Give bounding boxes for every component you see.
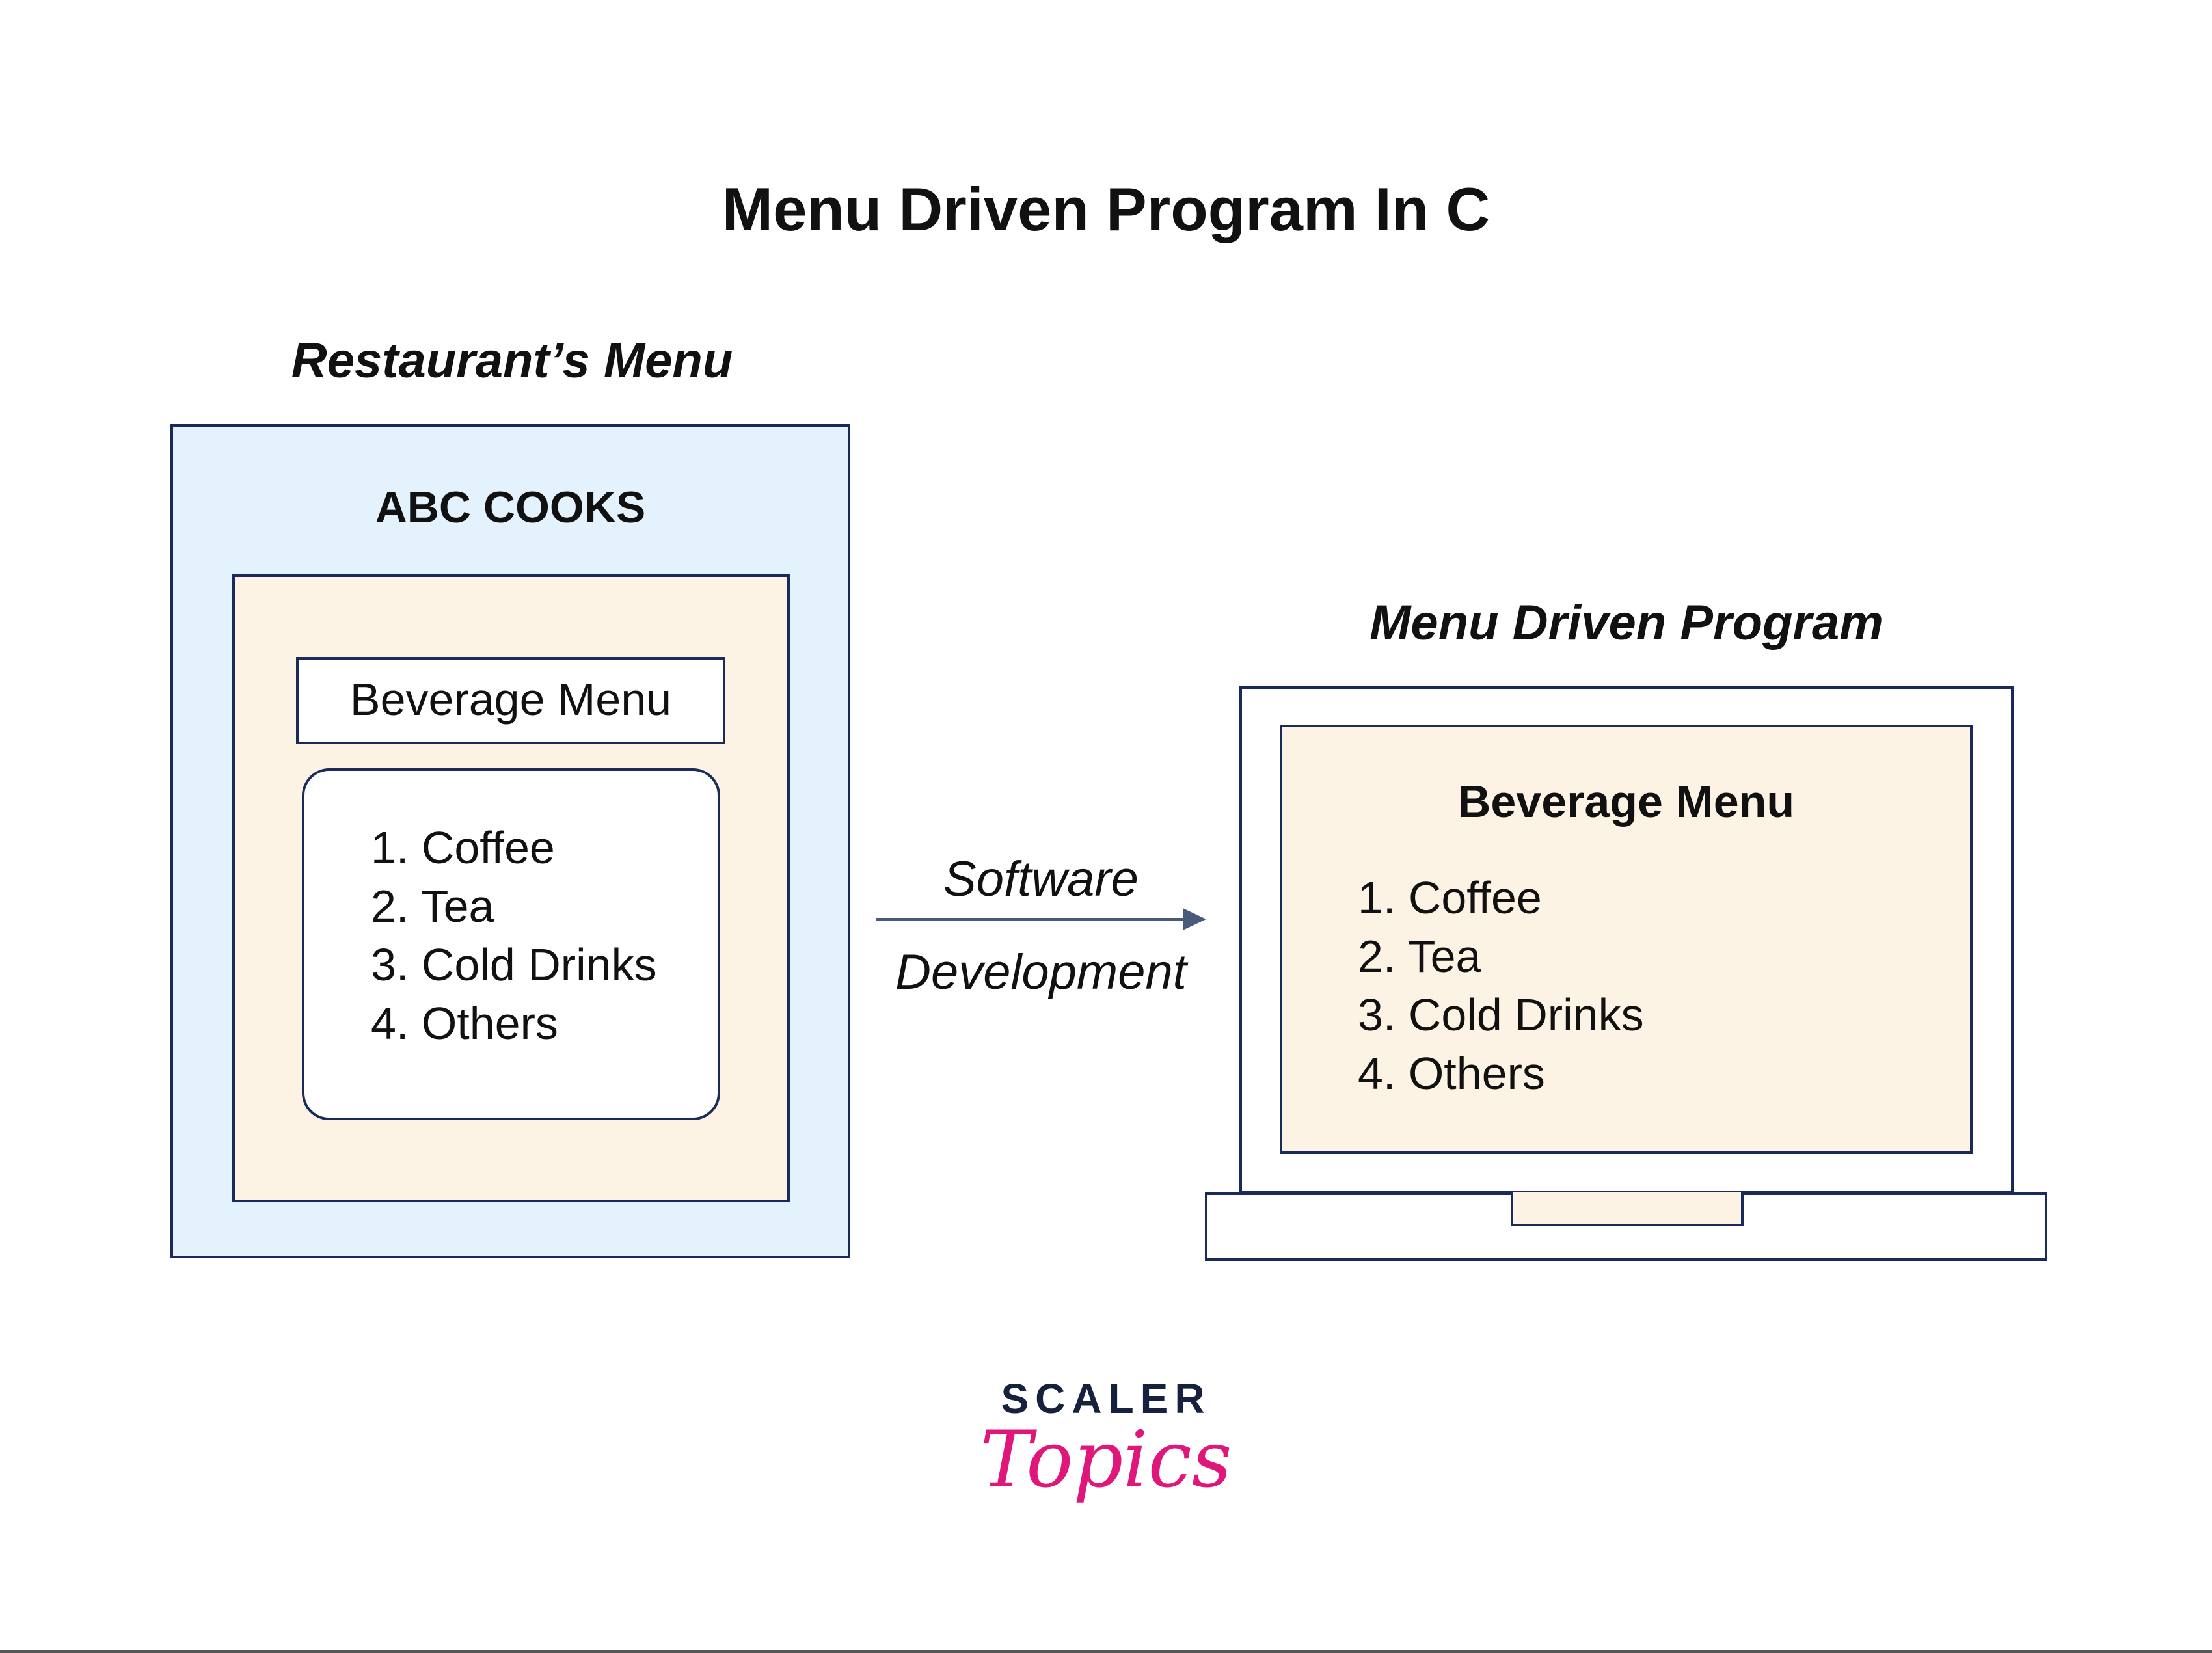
- list-item: 2. Tea: [371, 881, 494, 932]
- list-item: 3. Cold Drinks: [1358, 989, 1644, 1040]
- program-caption: Menu Driven Program: [1369, 595, 1883, 651]
- list-item: 4. Others: [371, 998, 558, 1049]
- program-menu-list: 1. Coffee 2. Tea 3. Cold Drinks 4. Other…: [1358, 868, 1644, 1103]
- list-item: 1. Coffee: [1358, 872, 1542, 923]
- restaurant-menu-heading: Beverage Menu: [349, 674, 672, 725]
- scaler-logo-wordmark: SCALER: [1001, 1375, 1211, 1422]
- list-item: 3. Cold Drinks: [371, 939, 657, 990]
- program-menu-heading: Beverage Menu: [1457, 776, 1795, 827]
- restaurant-menu-caption: Restaurant’s Menu: [291, 333, 733, 388]
- list-item: 4. Others: [1358, 1048, 1545, 1099]
- laptop-trackpad-notch: [1511, 1192, 1744, 1226]
- restaurant-name: ABC COOKS: [375, 483, 646, 532]
- arrow-label-top: Software: [943, 852, 1139, 907]
- bottom-divider: [0, 1650, 2212, 1653]
- diagram-title: Menu Driven Program In C: [722, 175, 1490, 243]
- list-item: 1. Coffee: [371, 822, 555, 873]
- restaurant-menu-list: 1. Coffee 2. Tea 3. Cold Drinks 4. Other…: [371, 818, 657, 1053]
- right-arrow-icon: [876, 908, 1206, 930]
- scaler-logo-script: Topics: [980, 1415, 1232, 1505]
- arrow-label-bottom: Development: [895, 945, 1187, 1000]
- restaurant-menu-list-box: [302, 768, 720, 1120]
- menu-heading-box: [296, 657, 725, 744]
- laptop-screen: [1280, 725, 1973, 1154]
- list-item: 2. Tea: [1358, 931, 1481, 982]
